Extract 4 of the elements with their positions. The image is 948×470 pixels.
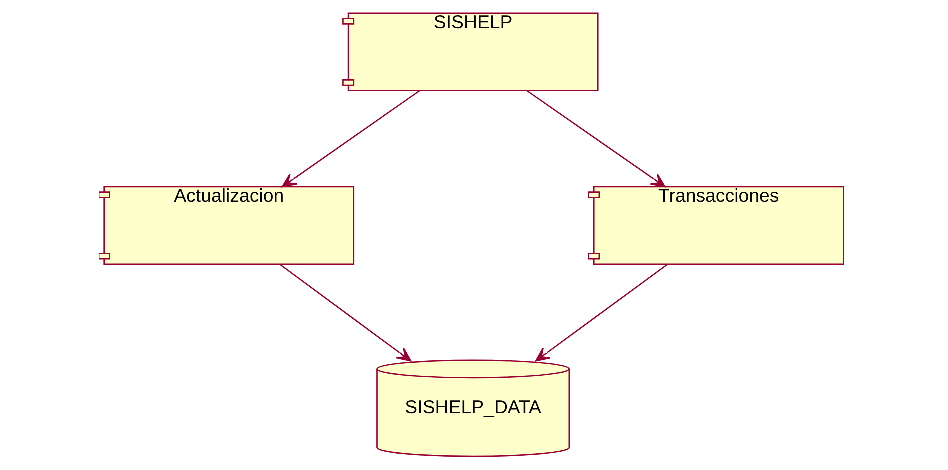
arrow [282,90,420,188]
arrow [280,264,412,362]
arrow [535,264,668,362]
arrow [526,90,666,188]
